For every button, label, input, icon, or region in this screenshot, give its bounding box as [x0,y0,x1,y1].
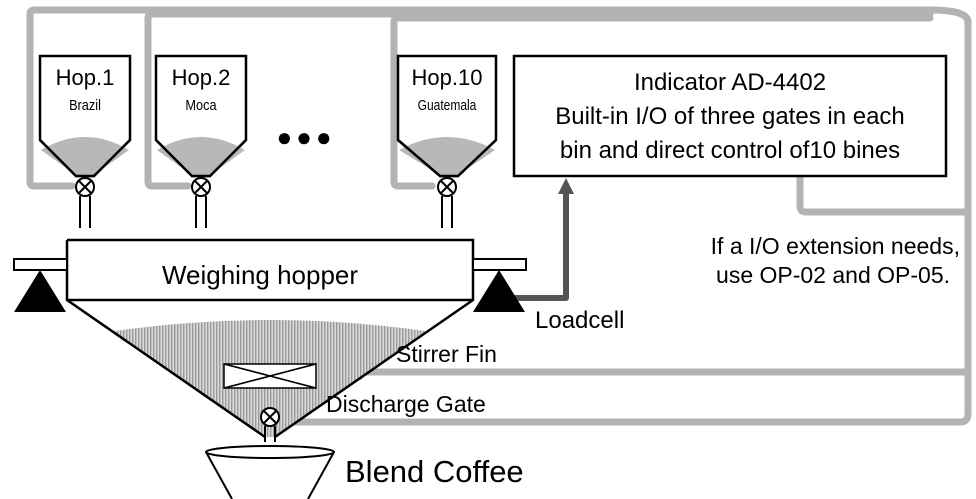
hopper-1-name: Brazil [69,96,101,113]
blend-coffee-cup [205,445,335,499]
indicator-title: Indicator AD-4402 [634,69,826,96]
extension-note-line-2: use OP-02 and OP-05. [716,262,950,288]
trunk-line [278,6,972,426]
hopper-1-id: Hop.1 [56,65,115,90]
indicator-output-line [796,172,972,216]
indicator-line-3: bin and direct control of10 bines [560,137,900,164]
extension-note-line-1: If a I/O extension needs, [711,233,960,259]
hopper-2-name: Moca [185,96,216,113]
more-hoppers-ellipsis: ●●● [276,122,335,152]
weighing-hopper-label: Weighing hopper [162,260,358,290]
hopper-2-gate-icon [191,177,211,197]
blend-coffee-label: Blend Coffee [345,454,524,489]
hopper-10-gate-icon [437,177,457,197]
stirrer-fin-label: Stirrer Fin [396,341,497,367]
left-support [13,258,68,312]
hop1-control-line [26,6,934,190]
indicator-box [512,54,948,178]
hop10-control-line [390,14,934,190]
hopper-1-gate-icon [75,177,95,197]
hopper-10 [396,54,498,228]
hopper-2 [154,54,248,228]
right-loadcell-support [472,258,527,312]
hopper-10-id: Hop.10 [412,65,483,90]
stirrer-fin-icon [223,363,317,389]
discharge-gate-label: Discharge Gate [326,391,486,417]
hopper-2-id: Hop.2 [172,65,231,90]
discharge-gate-icon [260,407,280,442]
control-lines [26,6,972,426]
loadcell-signal-arrow [506,178,574,301]
hopper-1 [38,54,132,228]
loadcell-label: Loadcell [535,307,624,334]
indicator-line-2: Built-in I/O of three gates in each [555,103,905,130]
hopper-10-name: Guatemala [418,97,477,114]
hop2-control-line [144,10,934,190]
